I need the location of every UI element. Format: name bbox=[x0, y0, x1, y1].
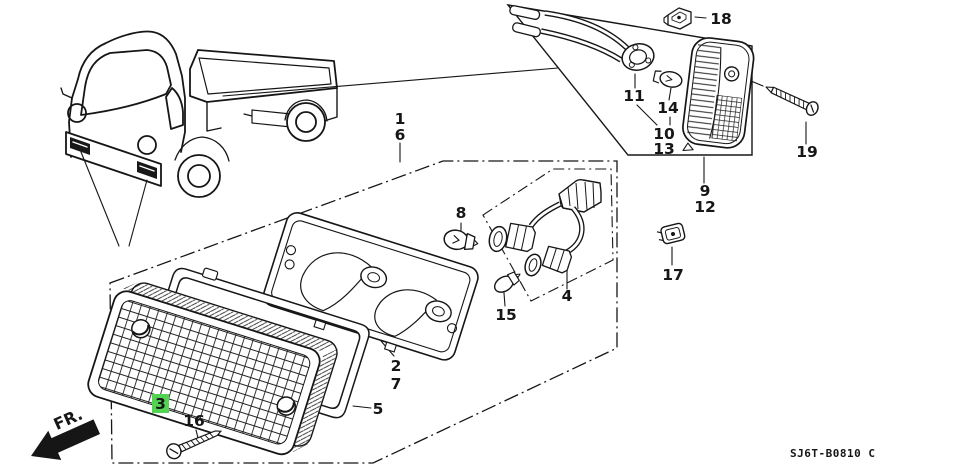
callout-1: 1 bbox=[395, 110, 406, 128]
clip-17-drawing bbox=[656, 222, 686, 245]
callout-3: 3 bbox=[155, 395, 166, 413]
leader-15 bbox=[503, 292, 506, 307]
leader-14 bbox=[668, 87, 672, 101]
truck-front-wheel bbox=[177, 154, 221, 198]
leader-truck-right-lamp bbox=[128, 179, 148, 247]
callout-1-6[interactable]: 1 6 bbox=[395, 110, 406, 144]
grommet-2 bbox=[524, 253, 542, 277]
truck-side-window bbox=[165, 87, 184, 130]
callout-2-7[interactable]: 2 7 bbox=[391, 357, 402, 393]
bulb-hole-2 bbox=[424, 300, 452, 323]
screw-19-drawing bbox=[765, 86, 819, 117]
callout-16[interactable]: 16 bbox=[183, 412, 205, 430]
gasket-tab bbox=[202, 267, 219, 281]
leader-truck-to-marker-box bbox=[222, 67, 559, 97]
callout-9: 9 bbox=[700, 182, 711, 200]
callout-9-12[interactable]: 9 12 bbox=[694, 182, 716, 216]
truck-mirror bbox=[60, 87, 73, 99]
callout-7: 7 bbox=[391, 375, 402, 393]
socket-body-1 bbox=[505, 222, 536, 253]
lens-side-face bbox=[292, 348, 338, 453]
bulb-8-drawing bbox=[443, 229, 479, 251]
housing-boss-2 bbox=[284, 259, 295, 270]
callout-12: 12 bbox=[694, 198, 716, 216]
callout-14[interactable]: 14 bbox=[657, 99, 679, 117]
bullet-terminal-2 bbox=[512, 22, 541, 38]
callout-2: 2 bbox=[391, 357, 402, 375]
leader-truck-left-lamp bbox=[80, 151, 120, 247]
callout-10: 10 bbox=[653, 125, 675, 143]
lamp-9-12-drawing bbox=[682, 37, 755, 152]
main-assembly-dashed-box bbox=[109, 160, 618, 464]
callout-10-13[interactable]: 10 13 bbox=[653, 125, 675, 158]
housing-boss-1 bbox=[285, 245, 297, 256]
truck-front-arch bbox=[174, 136, 230, 162]
callout-13: 13 bbox=[653, 140, 675, 158]
truck-cab-outline bbox=[68, 30, 186, 158]
lamp-screw-boss bbox=[723, 66, 740, 82]
callout-4[interactable]: 4 bbox=[562, 287, 573, 305]
housing-drawing bbox=[262, 211, 479, 361]
bulb-15-drawing bbox=[493, 271, 521, 293]
grommet-1 bbox=[488, 225, 508, 253]
callout-8[interactable]: 8 bbox=[456, 204, 467, 222]
leader-10-13 bbox=[636, 104, 671, 126]
clip-18-drawing bbox=[663, 7, 692, 30]
callout-3-highlighted[interactable]: 3 bbox=[152, 394, 169, 413]
callout-5[interactable]: 5 bbox=[373, 400, 384, 418]
lens-grid-face bbox=[98, 300, 311, 445]
truck-headlight-left bbox=[67, 103, 87, 123]
callout-15[interactable]: 15 bbox=[495, 306, 517, 324]
diagram-code: SJ6T-B0810 C bbox=[790, 447, 875, 460]
lamp-ribs bbox=[686, 43, 721, 140]
lens-drawing bbox=[87, 281, 338, 456]
leader-18 bbox=[694, 16, 707, 19]
truck-rear-wheel bbox=[286, 102, 326, 142]
truck-marker-lamps bbox=[70, 137, 157, 179]
callout-3-highlight[interactable] bbox=[152, 394, 169, 413]
callouts: 1 6 2 7 3 4 5 8 9 12 10 13 11 14 15 16 1… bbox=[152, 10, 818, 430]
leader-lines bbox=[80, 16, 807, 443]
truck-front-hub bbox=[187, 164, 211, 188]
marker-lamp-solid-box bbox=[506, 4, 753, 156]
callout-17[interactable]: 17 bbox=[662, 266, 684, 284]
callout-11[interactable]: 11 bbox=[623, 87, 645, 105]
socket-cord-drawing bbox=[443, 178, 602, 293]
truck-headlight-right bbox=[137, 135, 157, 155]
screw-16-drawing bbox=[166, 430, 223, 460]
socket-11-drawing bbox=[621, 43, 655, 71]
truck-rear-arch bbox=[284, 99, 328, 122]
callout-6: 6 bbox=[395, 126, 406, 144]
socket-cord-dashed-box bbox=[482, 168, 614, 302]
connector bbox=[558, 178, 602, 213]
housing-stub-1 bbox=[313, 319, 327, 331]
truck-rear-hub bbox=[295, 111, 317, 133]
marker-lamp-group bbox=[509, 5, 819, 152]
callout-19[interactable]: 19 bbox=[796, 143, 818, 161]
truck-bed-inner bbox=[198, 57, 332, 95]
bullet-terminal-1 bbox=[509, 5, 541, 20]
housing-boss-3 bbox=[446, 323, 458, 334]
housing-stub-2 bbox=[383, 341, 397, 353]
truck-windshield bbox=[80, 49, 172, 116]
bulb-14-drawing bbox=[652, 70, 683, 88]
lamp-foot bbox=[682, 142, 694, 152]
front-arrow-icon bbox=[31, 419, 101, 461]
socket-body-2 bbox=[541, 245, 573, 274]
leader-5 bbox=[352, 405, 372, 409]
callout-18[interactable]: 18 bbox=[710, 10, 732, 28]
lamp-grid bbox=[711, 94, 743, 142]
lens-top-face bbox=[123, 281, 338, 352]
bulb-hole-1 bbox=[360, 266, 388, 289]
truck-marker-slits bbox=[72, 141, 155, 172]
truck-illustration bbox=[60, 30, 338, 198]
